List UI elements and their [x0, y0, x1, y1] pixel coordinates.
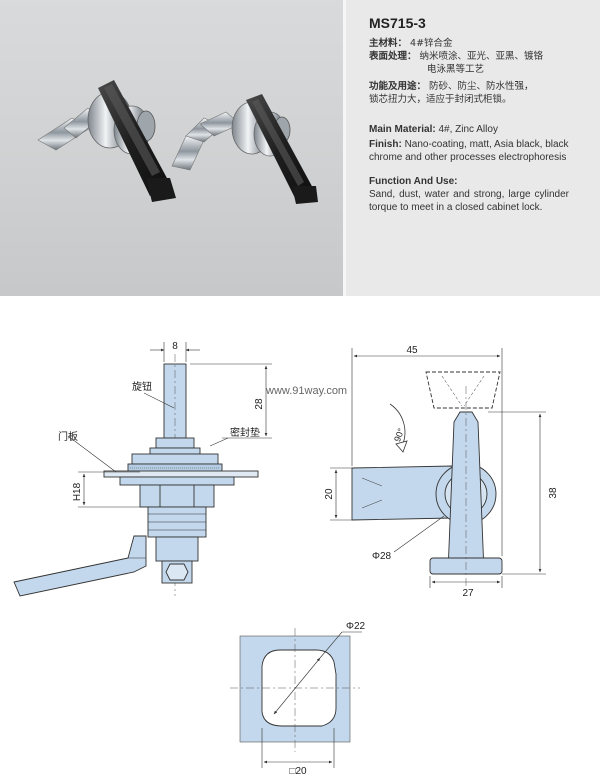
en-material-line: Main Material: 4#, Zinc Alloy	[369, 124, 569, 137]
en-material-value: 4#, Zinc Alloy	[438, 124, 498, 135]
front-dimensions	[330, 348, 546, 588]
side-dim-thread: H18	[72, 482, 83, 501]
side-dim-height: 28	[254, 398, 265, 410]
cn-finish-label: 表面处理：	[369, 51, 417, 62]
en-function-label: Function And Use:	[369, 176, 458, 187]
en-function-value: Sand, dust, water and strong, large cyli…	[369, 189, 569, 213]
spec-panel	[346, 0, 600, 296]
header-divider	[343, 0, 346, 296]
cn-material-line: 主材料： 4#锌合金	[369, 37, 453, 50]
drawing-canvas: 8 28 H18 旋钮 密封垫 门板 www.91way.com	[13, 341, 559, 777]
model-number: MS715-3	[369, 15, 426, 31]
cn-finish-value-1: 纳米喷涂、亚光、亚黑、镀铬	[419, 51, 544, 62]
side-view	[13, 354, 259, 597]
side-dimensions	[67, 342, 272, 508]
cn-function-value-2: 锁芯扭力大，适应于封闭式柜锁。	[369, 94, 512, 105]
product-photo	[0, 0, 346, 296]
front-dim-right: 38	[548, 487, 559, 499]
front-view	[351, 371, 503, 588]
en-finish-line: Finish: Nano-coating, matt, Asia black, …	[369, 139, 569, 164]
watermark: www.91way.com	[265, 385, 347, 397]
cn-function-line: 功能及用途： 防砂、防尘、防水性强，	[369, 80, 534, 93]
cn-finish-line: 表面处理： 纳米喷涂、亚光、亚黑、镀铬	[369, 50, 543, 63]
en-material-label: Main Material:	[369, 124, 436, 135]
product-header: MS715-3 主材料： 4#锌合金 表面处理： 纳米喷涂、亚光、亚黑、镀铬 电…	[0, 0, 600, 296]
cn-finish-value-2: 电泳黑等工艺	[427, 64, 485, 75]
product-photo-illustration	[37, 80, 318, 204]
front-dim-top: 45	[406, 345, 418, 356]
lock-photo-2	[171, 94, 318, 204]
cutout-dim-diameter: Φ22	[346, 621, 366, 632]
cutout-dimensions	[261, 631, 362, 768]
rotation-angle: 90°	[392, 426, 406, 443]
technical-drawing: 8 28 H18 旋钮 密封垫 门板 www.91way.com	[0, 296, 600, 778]
cn-function-label: 功能及用途：	[369, 81, 427, 92]
side-dim-width: 8	[172, 341, 178, 352]
cn-function-value-1: 防砂、防尘、防水性强，	[429, 81, 534, 92]
en-finish-label: Finish:	[369, 139, 402, 150]
label-seal: 密封垫	[230, 426, 260, 439]
cn-material-value: 4#锌合金	[410, 38, 453, 49]
cutout-dim-square: □20	[289, 766, 307, 777]
front-dim-left: 20	[324, 488, 335, 500]
lock-photo-1	[37, 80, 176, 202]
label-knob: 旋钮	[132, 380, 152, 393]
label-door: 门板	[58, 430, 78, 443]
cutout-view	[230, 628, 360, 752]
front-dim-bottom: 27	[462, 588, 474, 599]
front-dim-diameter: Φ28	[372, 551, 392, 562]
en-finish-value: Nano-coating, matt, Asia black, black ch…	[369, 139, 569, 163]
cn-material-label: 主材料：	[369, 38, 408, 49]
